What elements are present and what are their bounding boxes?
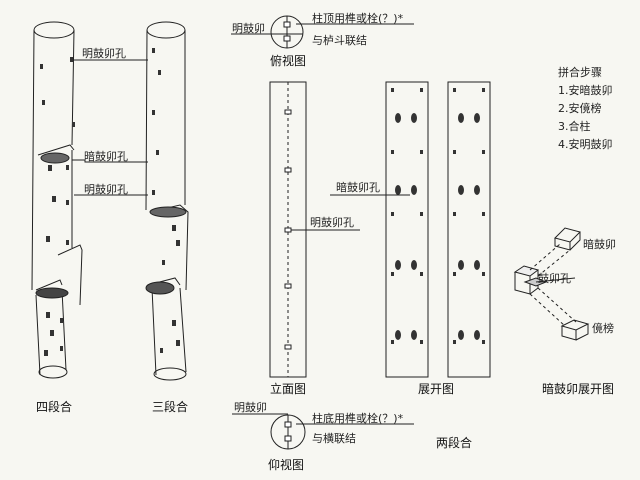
label-detail-an-gu-mao: 暗鼓卯 xyxy=(583,238,616,251)
leader-line xyxy=(72,159,148,163)
label-top-note-line1: 柱顶用榫或栓(？)* xyxy=(312,12,404,25)
label-bottom-note-line2: 与横联结 xyxy=(312,432,356,445)
label-detail-gu-mao-kong: 鼓卯孔 xyxy=(538,272,571,285)
four-section-column xyxy=(31,21,83,379)
label-detail-qian-bang: 傹榜 xyxy=(592,322,614,335)
caption-bottom-view: 仰视图 xyxy=(268,458,305,472)
label-bottom-note-line1: 柱底用榫或栓(？)* xyxy=(312,412,404,425)
unfolded-panel-left xyxy=(385,81,429,378)
label-ming-gu-mao-kong-2: 明鼓卯孔 xyxy=(84,183,128,196)
elevation-column xyxy=(269,81,360,378)
step-item: 2.安傹榜 xyxy=(558,102,602,115)
caption-elevation: 立面图 xyxy=(270,382,307,396)
caption-three-section: 三段合 xyxy=(152,400,189,414)
unfolded-panel-right xyxy=(447,81,491,378)
caption-four-section: 四段合 xyxy=(36,400,73,414)
label-elev-ming-gu-mao-kong: 明鼓卯孔 xyxy=(310,216,354,229)
label-an-gu-mao-kong: 暗鼓卯孔 xyxy=(84,150,128,163)
step-item: 1.安暗鼓卯 xyxy=(558,84,613,97)
step-item: 3.合柱 xyxy=(558,120,591,133)
step-item: 4.安明鼓卯 xyxy=(558,138,613,151)
top-view-circle xyxy=(231,15,414,49)
assembly-steps: 拼合步骤 1.安暗鼓卯 2.安傹榜 3.合柱 4.安明鼓卯 xyxy=(558,64,613,154)
caption-two-section: 两段合 xyxy=(436,436,473,450)
label-top-ming-gu-mao: 明鼓卯 xyxy=(232,22,265,35)
caption-unfolded: 展开图 xyxy=(418,382,455,396)
caption-top-view: 俯视图 xyxy=(270,54,307,68)
unfolded-holes xyxy=(391,88,485,344)
label-bottom-ming-gu-mao: 明鼓卯 xyxy=(234,401,267,414)
steps-title: 拼合步骤 xyxy=(558,66,602,79)
label-top-note-line2: 与栌斗联结 xyxy=(312,34,367,47)
bottom-view-circle xyxy=(232,413,414,450)
caption-hidden-unfold: 暗鼓卯展开图 xyxy=(542,382,615,396)
label-unfold-an-gu-mao-kong: 暗鼓卯孔 xyxy=(336,181,380,194)
three-section-column xyxy=(145,21,189,381)
hidden-tenon-detail xyxy=(513,227,590,341)
label-ming-gu-mao-kong-1: 明鼓卯孔 xyxy=(82,47,126,60)
